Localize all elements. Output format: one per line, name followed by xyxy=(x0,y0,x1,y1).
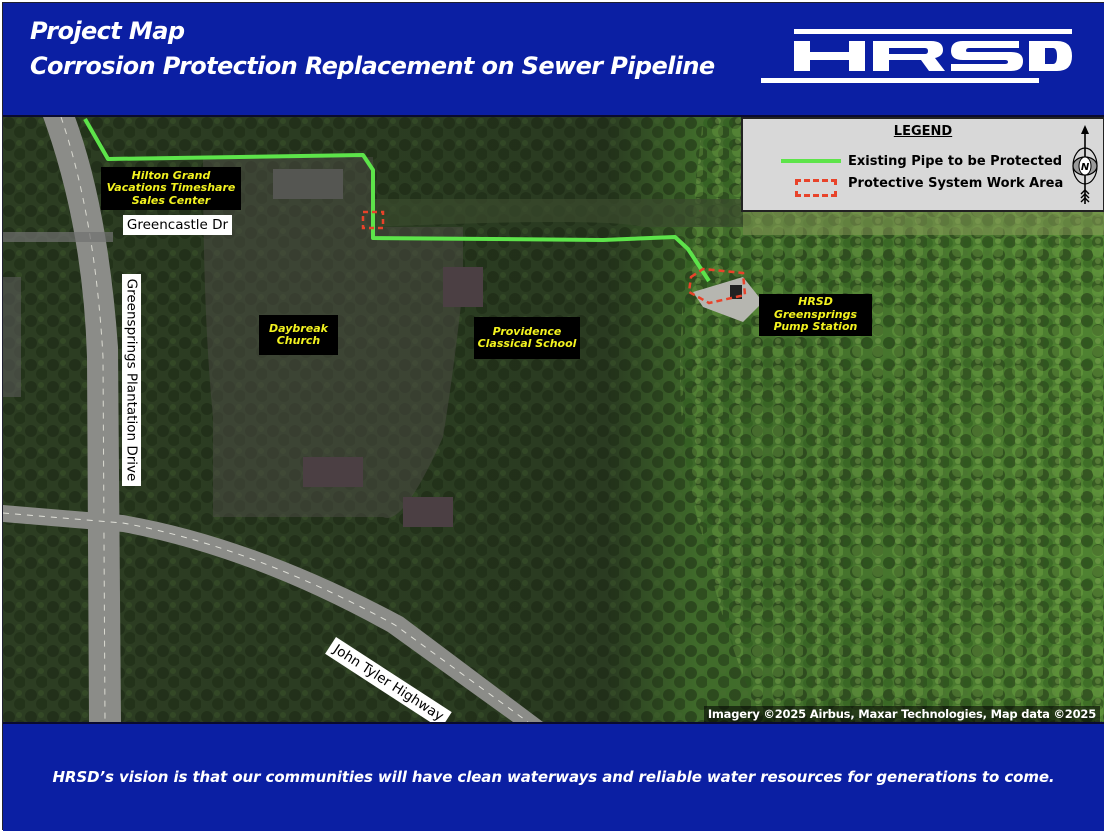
pipe-legend-label: Existing Pipe to be Protected xyxy=(848,154,1063,169)
greensprings-plantation-drive-label: Greensprings Plantation Drive xyxy=(122,274,141,486)
work-area-legend-label: Protective System Work Area xyxy=(848,176,1064,191)
providence-label: Providence Classical School xyxy=(474,317,580,359)
map-attribution: Imagery ©2025 Airbus, Maxar Technologies… xyxy=(703,706,1100,722)
aerial-map[interactable]: Hilton Grand Vacations Timeshare Sales C… xyxy=(3,117,1104,722)
vision-statement: HRSD’s vision is that our communities wi… xyxy=(52,768,1055,786)
providence-label-line1: Providence xyxy=(492,324,562,338)
pump-station-label: HRSD Greensprings Pump Station xyxy=(759,294,872,336)
providence-label-line2: Classical School xyxy=(477,337,577,350)
work-area-hilton xyxy=(361,210,385,230)
hrsd-logo xyxy=(761,29,1072,83)
greencastle-dr-label: Greencastle Dr xyxy=(123,215,232,235)
page-subtitle: Corrosion Protection Replacement on Sewe… xyxy=(30,52,715,80)
satellite-imagery xyxy=(3,117,1104,722)
header-banner: Project Map Corrosion Protection Replace… xyxy=(3,3,1104,117)
daybreak-label-line2: Church xyxy=(276,334,321,347)
work-area-pump-station xyxy=(687,267,747,305)
pump-station-label-line2: Greensprings xyxy=(773,307,858,321)
legend-panel: LEGEND Existing Pipe to be Protected Pro… xyxy=(741,117,1104,212)
hilton-label-line1: Hilton Grand xyxy=(131,168,211,182)
hilton-label-line3: Sales Center xyxy=(131,193,211,207)
pipeline-overlay xyxy=(83,118,747,305)
north-arrow-icon: N xyxy=(1072,125,1098,204)
pump-station-label-line3: Pump Station xyxy=(773,320,858,334)
svg-text:N: N xyxy=(1081,162,1090,173)
greensprings-plantation-drive-text: Greensprings Plantation Drive xyxy=(123,278,140,482)
pipe-legend-swatch xyxy=(781,159,841,163)
footer-banner: HRSD’s vision is that our communities wi… xyxy=(3,722,1104,831)
daybreak-label-line1: Daybreak xyxy=(269,321,328,335)
page-title: Project Map xyxy=(30,17,185,45)
work-area-legend-swatch xyxy=(795,179,837,197)
hilton-label-line2: Vacations Timeshare xyxy=(106,181,236,195)
daybreak-label: Daybreak Church xyxy=(259,315,338,355)
hilton-label: Hilton Grand Vacations Timeshare Sales C… xyxy=(101,167,241,210)
legend-title: LEGEND xyxy=(893,124,953,139)
existing-pipe-line xyxy=(83,118,711,283)
pump-station-label-line1: HRSD xyxy=(798,295,833,309)
